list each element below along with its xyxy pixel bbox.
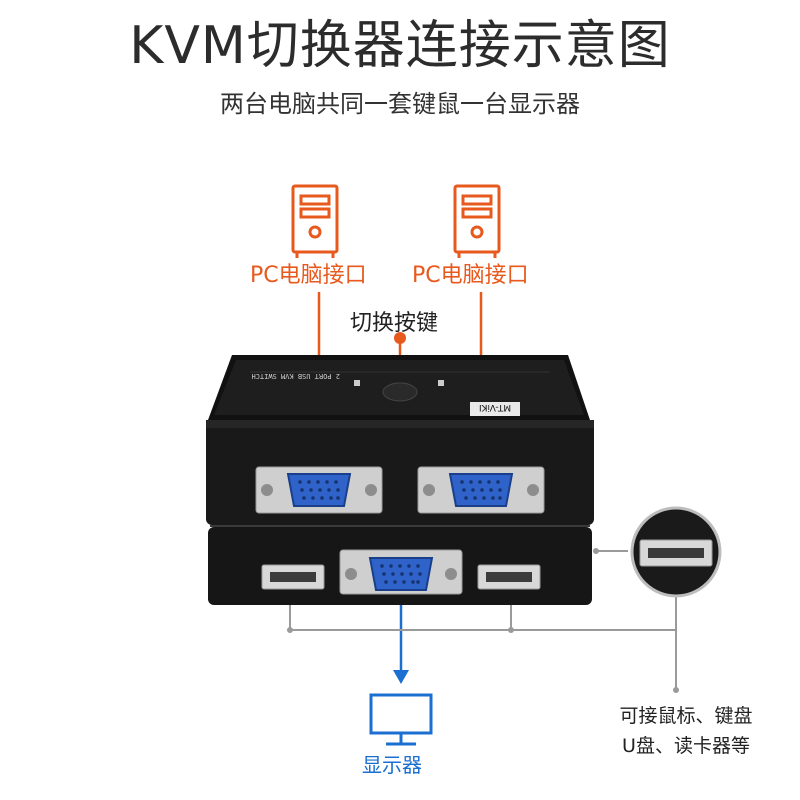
usb-port-left	[261, 564, 325, 590]
switch-button	[382, 382, 418, 402]
pc-port-label-left: PC电脑接口	[250, 263, 367, 288]
page-title: KVM切换器连接示意图	[129, 16, 671, 76]
vga-port-monitor	[339, 549, 463, 595]
computer-tower-icon	[453, 184, 501, 258]
led-indicator	[438, 380, 444, 386]
switch-button-label: 切换按键	[350, 311, 439, 336]
arrow-down-icon	[393, 670, 409, 684]
device-model-text: 2 PORT USB KVM SWITCH	[251, 372, 340, 380]
usb-note-line2: U盘、读卡器等	[622, 735, 750, 757]
brand-plate	[470, 402, 520, 416]
usb-port-right	[477, 564, 541, 590]
device-brand: MT-ViKI	[479, 402, 511, 412]
vga-port-pc1	[255, 466, 383, 514]
page-subtitle: 两台电脑共同一套键鼠一台显示器	[220, 90, 580, 118]
led-indicator	[354, 380, 360, 386]
usb-port-icon	[630, 506, 722, 598]
monitor-label: 显示器	[362, 753, 422, 777]
pc-port-label-right: PC电脑接口	[412, 263, 529, 288]
computer-tower-icon	[291, 184, 339, 258]
usb-note-line1: 可接鼠标、键盘	[619, 705, 753, 727]
usb-connector-lines	[289, 550, 677, 690]
monitor-icon	[369, 693, 433, 746]
vga-port-pc2	[417, 466, 545, 514]
